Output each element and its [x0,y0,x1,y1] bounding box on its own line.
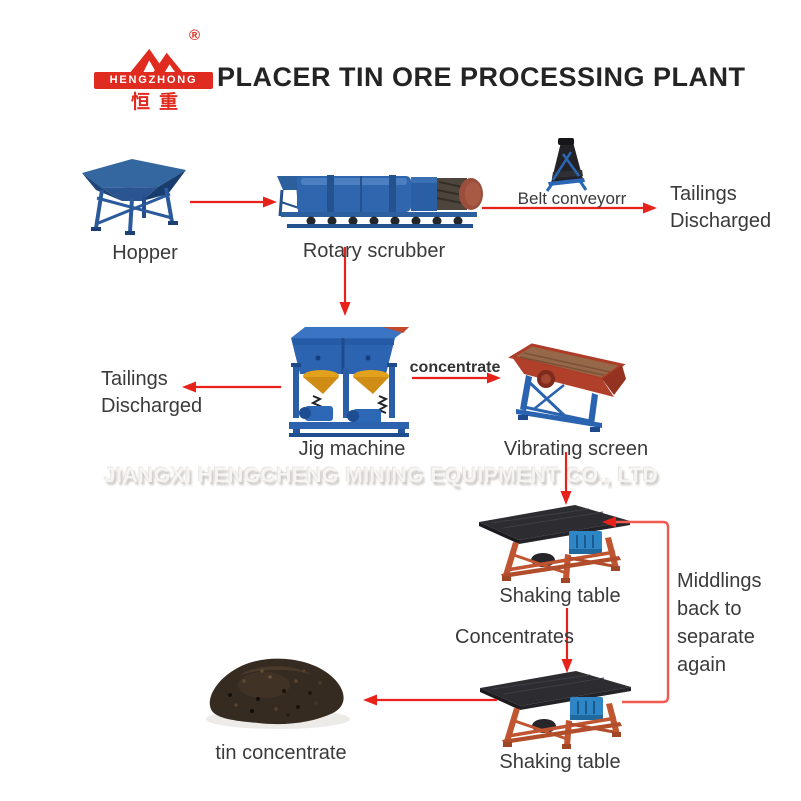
page-title: PLACER TIN ORE PROCESSING PLANT [217,62,746,92]
arrow-shaking-table-1-to-shaking-table-2 [561,608,573,673]
brand-chinese-name: 恒重 [130,92,187,113]
tailings-right-line2: Discharged [670,210,772,232]
shaking-table-2-image [477,668,634,750]
arrow-shaking-table-2-to-tin-concentrate [363,694,497,706]
tin-concentrate-image [200,653,357,735]
hopper-image [80,156,188,236]
belt-conveyor-label: Belt conveyorr [517,189,627,208]
arrow-hopper-to-scrubber [190,196,277,208]
hopper-label: Hopper [112,242,178,264]
tailings-left-line2: Discharged [101,395,203,417]
arrow-scrubber-to-tailings [482,202,657,214]
middlings-return-text: Middlings back to separate again [677,567,761,679]
concentrate-arrow-label: concentrate [409,359,501,376]
arrow-jig-to-vibrating-screen [412,372,501,384]
tailings-left-line1: Tailings [101,368,168,390]
middlings-line2: back to [677,598,742,620]
jig-machine-image [283,316,415,438]
rotary-scrubber-image [271,164,485,236]
vibrating-screen-label: Vibrating screen [503,438,649,460]
middlings-line1: Middlings [677,570,762,592]
shaking-table-1-label: Shaking table [499,585,621,607]
brand-name-badge: HENGZHONG [94,72,213,89]
arrow-jig-to-tailings [182,381,281,393]
middlings-line4: again [677,654,726,676]
shaking-table-1-image [477,502,632,584]
company-watermark: JIANGXI HENGCHENG MINING EQUIPMENT CO., … [104,464,659,487]
tin-concentrate-label: tin concentrate [215,742,347,764]
arrow-scrubber-to-jig [339,247,351,316]
tailings-discharged-left-text: Tailings Discharged [101,366,202,420]
middlings-line3: separate [677,626,755,648]
shaking-table-2-label: Shaking table [499,751,621,773]
arrow-middlings-return-loop [602,516,670,704]
jig-machine-label: Jig machine [298,438,406,460]
tailings-discharged-right-text: Tailings Discharged [670,181,771,235]
rotary-scrubber-label: Rotary scrubber [302,240,446,262]
vibrating-screen-image [504,337,629,437]
registered-trademark-icon: ® [189,27,201,44]
mountain-logo-svg [128,48,185,74]
arrow-vibrating-screen-to-shaking-table-1 [560,452,572,505]
belt-conveyor-image [540,136,592,192]
concentrates-arrow-label: Concentrates [455,626,574,648]
tailings-right-line1: Tailings [670,183,737,205]
brand-mountain-icon [128,44,186,74]
